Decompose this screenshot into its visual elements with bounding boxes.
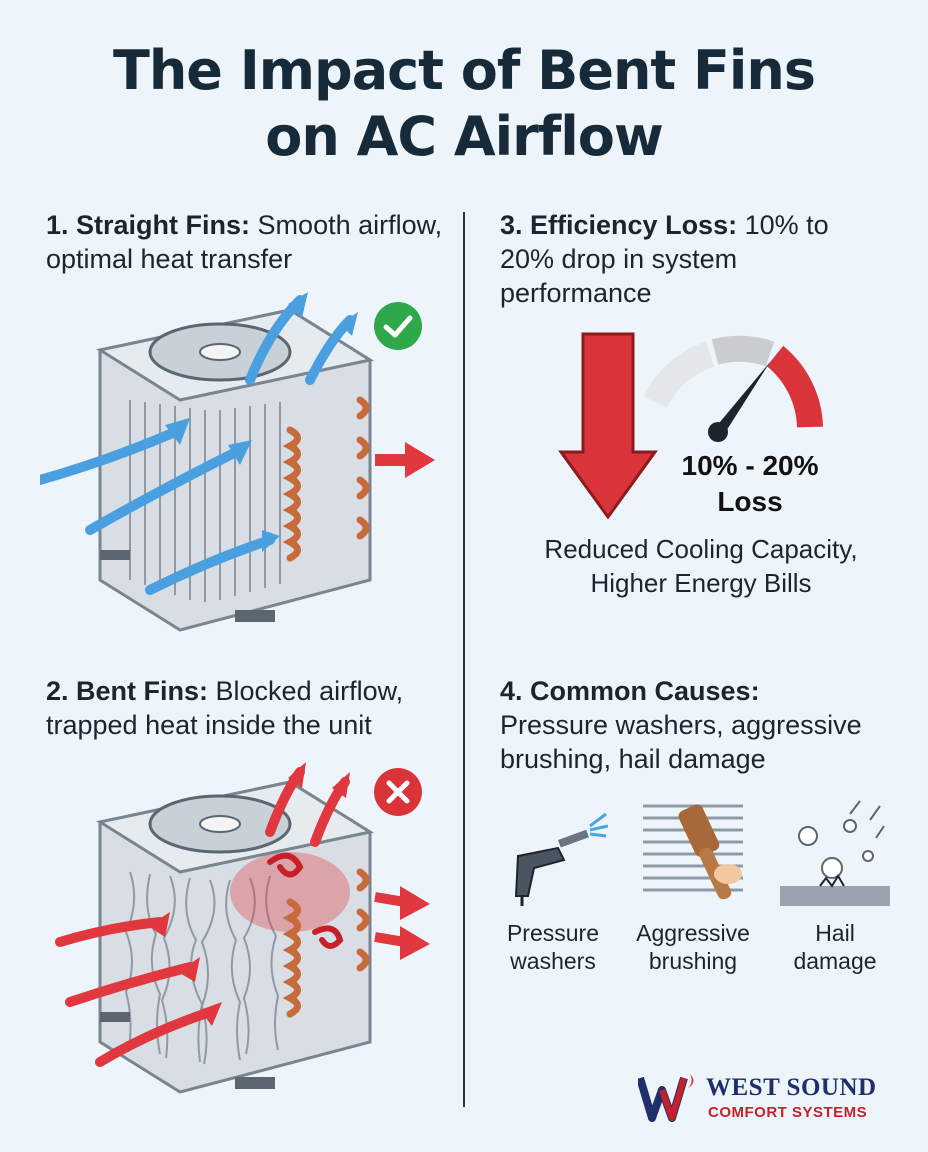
bent-fins-text: Blocked airflow, trapped heat inside the… [46,676,404,740]
straight-fins-caption: 1. Straight Fins: Smooth airflow, optima… [46,208,446,276]
straight-fins-unit-illustration [40,292,435,632]
common-causes-text: Pressure washers, aggressive brushing, h… [500,710,862,774]
gauge-description-line-2: Higher Energy Bills [590,568,812,598]
common-causes-caption: 4. Common Causes: Pressure washers, aggr… [500,674,900,776]
efficiency-loss-caption: 3. Efficiency Loss: 10% to 20% drop in s… [500,208,890,310]
gauge-loss-label: 10% - 20% Loss [640,448,860,520]
gauge-loss-word: Loss [717,486,783,517]
pressure-washer-icon [514,812,609,906]
company-subtitle: COMFORT SYSTEMS [708,1104,868,1121]
title-line-1: The Impact of Bent Fins [113,39,816,102]
down-arrow-icon [558,332,658,520]
cause-pressure-line-2: washers [510,948,596,974]
bent-fins-heading: 2. Bent Fins: [46,676,209,706]
cause-brushing-line-1: Aggressive [636,920,750,946]
straight-fins-heading: 1. Straight Fins: [46,210,251,240]
cause-brushing-line-2: brushing [648,948,738,974]
cause-hail-damage: Hail damage [770,796,900,975]
company-name: WEST SOUND [706,1074,877,1101]
title-line-2: on AC Airflow [265,105,663,168]
cross-icon [374,768,422,816]
common-causes-heading: 4. Common Causes: [500,676,760,706]
cause-hail-line-2: damage [793,948,877,974]
check-icon [374,302,422,350]
efficiency-gauge-illustration [558,332,823,520]
gauge-loss-value: 10% - 20% [681,450,819,481]
hail-icon [780,800,890,906]
bent-fins-unit-illustration [55,762,430,1094]
cause-hail-line-1: Hail [815,920,855,946]
cause-pressure-washers: Pressure washers [488,796,618,975]
efficiency-loss-heading: 3. Efficiency Loss: [500,210,738,240]
w-logo-icon [638,1074,694,1122]
efficiency-loss-text: 10% to 20% drop in system performance [500,210,829,308]
cause-aggressive-brushing: Aggressive brushing [628,796,758,975]
gauge-description: Reduced Cooling Capacity, Higher Energy … [496,532,906,600]
gauge-description-line-1: Reduced Cooling Capacity, [544,534,858,564]
straight-fins-text: Smooth airflow, optimal heat transfer [46,210,443,274]
bent-fins-caption: 2. Bent Fins: Blocked airflow, trapped h… [46,674,446,742]
brush-icon [643,804,743,900]
cause-pressure-line-1: Pressure [506,920,600,946]
company-logo: WEST SOUND COMFORT SYSTEMS [638,1070,898,1126]
page-title: The Impact of Bent Fins on AC Airflow [0,38,928,170]
column-divider [463,212,465,1107]
